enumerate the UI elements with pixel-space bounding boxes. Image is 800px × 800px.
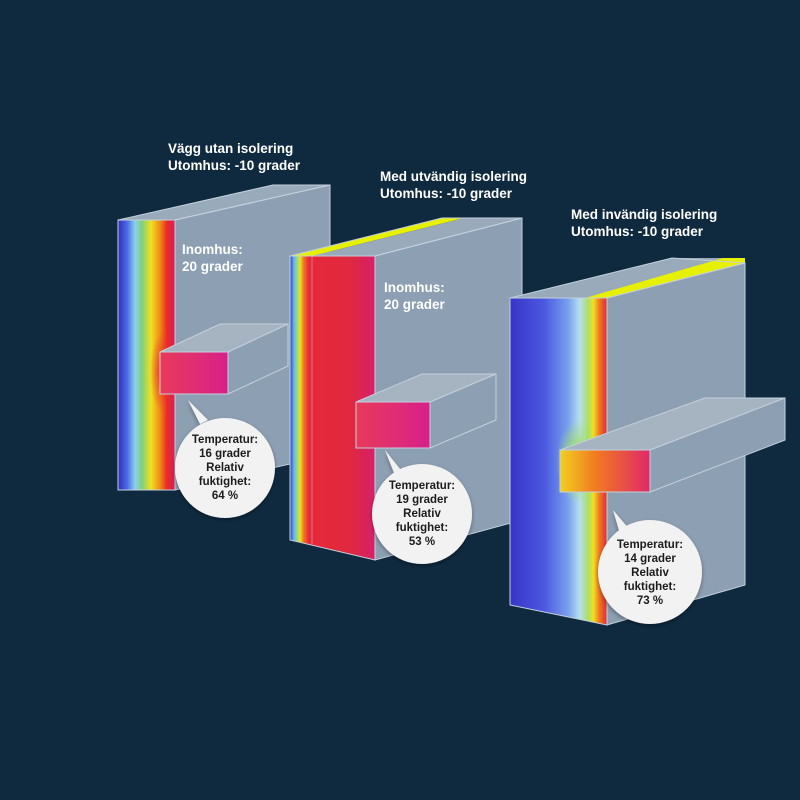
callout-2-humidity-value: 53 % (408, 536, 436, 548)
wall-1-thermal-face (118, 220, 175, 490)
callout-1-humidity-label-2: fuktighet: (198, 476, 252, 488)
wall-2-thermal-face (290, 256, 375, 560)
wall-2-top (312, 218, 522, 256)
callout-1-humidity-value: 64 % (211, 490, 239, 502)
wall-3-title: Med invändig isolering Utomhus: -10 grad… (571, 206, 717, 240)
callout-2-temperature-value: 19 grader (396, 494, 448, 506)
callout-2-text: Temperatur: 19 grader Relativ fuktighet:… (372, 479, 472, 549)
callout-2-temperature-label: Temperatur: (388, 480, 456, 492)
wall-3-outdoor-temp: Utomhus: -10 grader (571, 224, 704, 239)
callout-3-humidity-label-2: fuktighet: (623, 581, 677, 593)
wall-2-indoor-label: Inomhus: 20 grader (384, 279, 445, 313)
callout-bubble-1 (175, 400, 275, 518)
wall-1-indoor-label-text: Inomhus: (182, 242, 243, 257)
callout-1-temperature-value: 16 grader (199, 448, 251, 460)
wall-2-beam-end (355, 401, 431, 449)
wall-3-title-text: Med invändig isolering (571, 207, 718, 222)
callout-bubble-2 (372, 450, 472, 564)
wall-3-insulation-top (585, 258, 745, 298)
callout-3-humidity-label-1: Relativ (631, 567, 669, 579)
callout-3-temperature-value: 14 grader (624, 553, 676, 565)
callout-3-humidity-value: 73 % (636, 595, 664, 607)
wall-2-outdoor-temp: Utomhus: -10 grader (380, 186, 513, 201)
callout-2-humidity-label-1: Relativ (403, 508, 441, 520)
callout-bubble-3 (598, 510, 702, 624)
wall-3-beam-end (559, 449, 651, 493)
wall-2-title-text: Med utvändig isolering (380, 169, 528, 184)
callout-1-text: Temperatur: 16 grader Relativ fuktighet:… (175, 433, 275, 503)
wall-2-indoor-value: 20 grader (384, 297, 445, 312)
callout-1-humidity-label-1: Relativ (206, 462, 244, 474)
wall-1-title-text: Vägg utan isolering (168, 141, 294, 156)
wall-3-top (510, 258, 745, 298)
wall-2-indoor-label-text: Inomhus: (384, 280, 445, 295)
wall-1-indoor-label: Inomhus: 20 grader (182, 241, 243, 275)
wall-1-beam-end (159, 351, 229, 395)
wall-1-title: Vägg utan isolering Utomhus: -10 grader (168, 140, 300, 174)
callout-1-temperature-label: Temperatur: (191, 434, 259, 446)
callout-3-temperature-label: Temperatur: (616, 539, 684, 551)
wall-2-insulation-top (290, 218, 464, 256)
wall-1-outdoor-temp: Utomhus: -10 grader (168, 158, 301, 173)
wall-1-indoor-value: 20 grader (182, 259, 243, 274)
wall-1-top (118, 185, 330, 220)
callout-3-text: Temperatur: 14 grader Relativ fuktighet:… (600, 538, 700, 608)
callout-2-humidity-label-2: fuktighet: (395, 522, 449, 534)
wall-2-title: Med utvändig isolering Utomhus: -10 grad… (380, 168, 527, 202)
wall-3-block (509, 257, 786, 626)
